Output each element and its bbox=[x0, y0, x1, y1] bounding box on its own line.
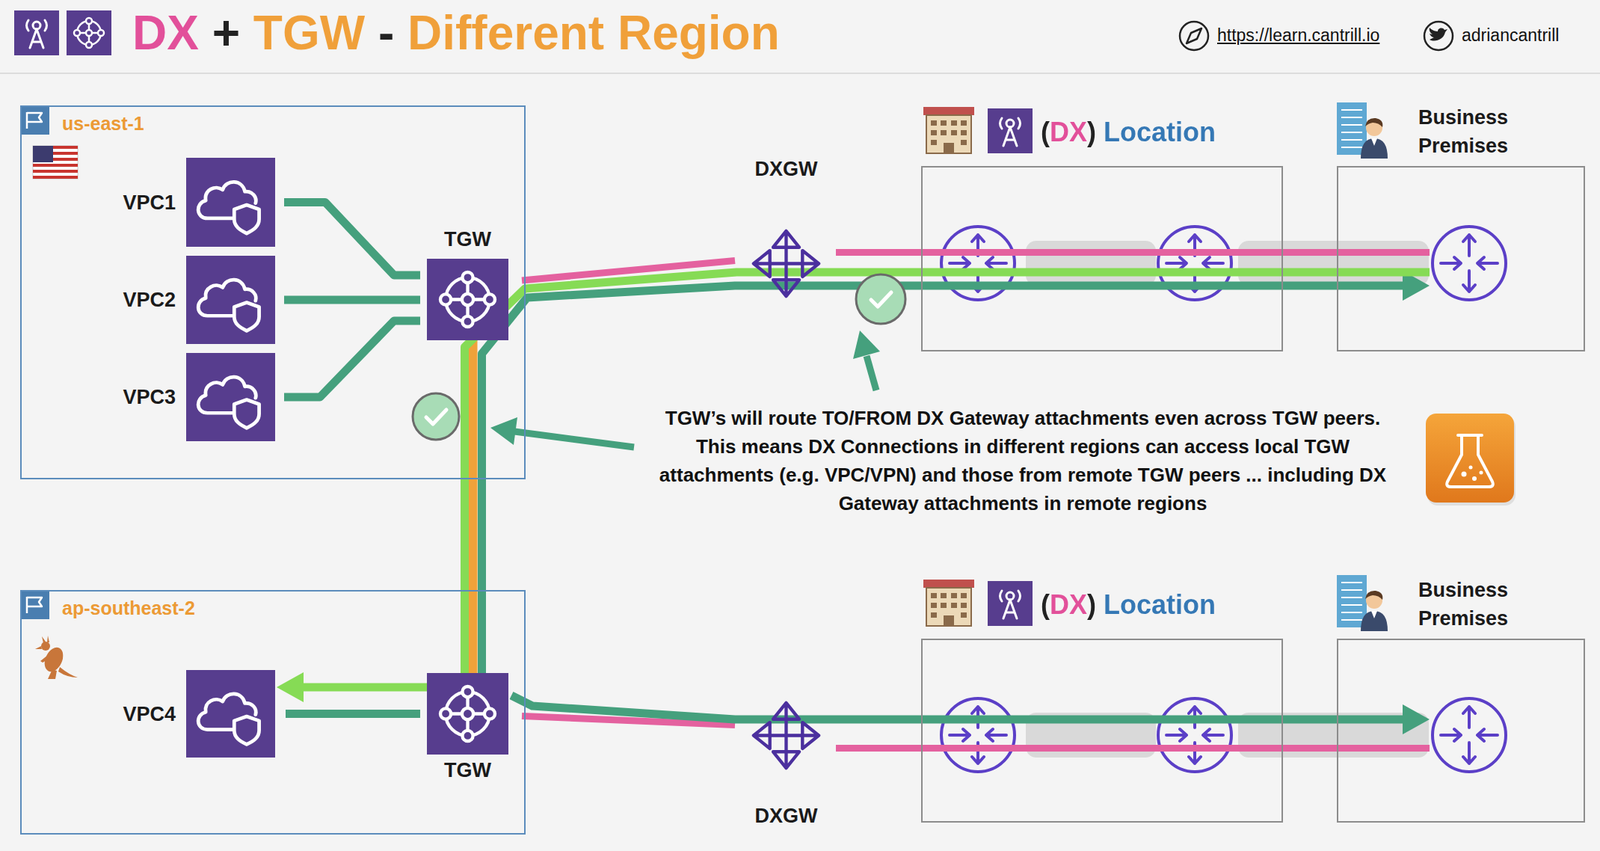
dx-service-icon bbox=[14, 10, 60, 56]
connector-line bbox=[511, 695, 1405, 720]
connector-line bbox=[468, 340, 478, 673]
header-divider bbox=[0, 72, 1600, 75]
router-symbol bbox=[941, 698, 1015, 772]
dx-gateway-graphic bbox=[745, 222, 827, 305]
router-symbol bbox=[1432, 698, 1506, 772]
business-person-icon bbox=[1336, 574, 1388, 632]
connector-line bbox=[284, 296, 421, 305]
tgw-icon-graphic bbox=[426, 672, 509, 755]
business-premises-box: Business Premises bbox=[1336, 165, 1586, 352]
dx-service-icon bbox=[987, 580, 1033, 626]
dx-gateway-graphic bbox=[745, 694, 827, 777]
building-icon bbox=[923, 106, 975, 154]
kangaroo-icon bbox=[35, 635, 78, 679]
connector-line bbox=[482, 285, 1405, 673]
check-mark bbox=[412, 393, 460, 440]
tgw-icon-graphic bbox=[426, 258, 509, 341]
connector bbox=[284, 320, 421, 398]
dx-location-box: (DX) Location bbox=[921, 638, 1283, 823]
region-box: us-east-1VPC1VPC2VPC3TGW bbox=[20, 105, 526, 480]
dx-link-band bbox=[1238, 240, 1429, 286]
connector-line bbox=[284, 320, 421, 398]
connector-line bbox=[285, 709, 421, 718]
vpc-icon-graphic bbox=[186, 352, 276, 442]
dx-gateway: DXGW bbox=[745, 222, 827, 305]
vpc-icon: VPC4 bbox=[186, 669, 276, 758]
connector-line bbox=[835, 744, 1430, 752]
connector bbox=[284, 299, 421, 301]
handle-text: adriancantrill bbox=[1461, 25, 1559, 46]
dx-location-box: (DX) Location bbox=[921, 165, 1283, 352]
connector bbox=[284, 202, 421, 276]
node-label: TGW bbox=[444, 758, 492, 783]
region-box: ap-southeast-2VPC4TGW bbox=[20, 589, 526, 835]
connector bbox=[472, 340, 474, 673]
region-flag-icon bbox=[20, 589, 50, 620]
node-label: (DX) Location bbox=[1040, 589, 1216, 621]
vpc-icon: VPC2 bbox=[186, 255, 276, 344]
router-symbol bbox=[1158, 698, 1232, 772]
node-label: DXGW bbox=[755, 804, 818, 828]
diagram-title: DX + TGW - Different Region bbox=[132, 4, 780, 62]
vpc-icon-graphic bbox=[186, 669, 276, 758]
node-label: Business Premises bbox=[1399, 103, 1527, 160]
node-label: TGW bbox=[444, 228, 492, 252]
arrow-head bbox=[276, 672, 304, 703]
tgw-service-icon bbox=[66, 10, 112, 56]
node-label: VPC1 bbox=[122, 190, 176, 214]
connector bbox=[511, 695, 1430, 735]
business-premises-box: Business Premises bbox=[1336, 638, 1586, 823]
dx-gateway: DXGW bbox=[745, 694, 827, 777]
connector bbox=[835, 747, 1430, 749]
lab-icon bbox=[1425, 413, 1516, 506]
callout-note: TGW’s will route TO/FROM DX Gateway atta… bbox=[645, 403, 1401, 518]
node-label: (DX) Location bbox=[1040, 116, 1216, 149]
check-mark bbox=[856, 274, 906, 324]
vpc-icon: VPC3 bbox=[186, 352, 276, 442]
vpc-icon-graphic bbox=[186, 157, 276, 247]
dx-link-band bbox=[1025, 240, 1156, 286]
vpc-icon-graphic bbox=[186, 255, 276, 344]
business-person-icon bbox=[1336, 102, 1388, 159]
url-text: https://learn.cantrill.io bbox=[1217, 25, 1380, 46]
connector-line bbox=[835, 248, 1430, 256]
twitter-icon bbox=[1424, 21, 1453, 51]
connector bbox=[835, 251, 1430, 253]
node-label: Business Premises bbox=[1399, 575, 1527, 633]
router-symbol bbox=[1432, 226, 1506, 300]
node-label: VPC2 bbox=[122, 288, 176, 312]
connector bbox=[285, 713, 421, 715]
building-icon bbox=[923, 579, 975, 626]
compass-icon bbox=[1179, 21, 1209, 51]
node-label: VPC3 bbox=[122, 385, 176, 409]
transit-gateway: TGW bbox=[426, 258, 509, 341]
callout-arrow bbox=[490, 417, 635, 448]
node-label: VPC4 bbox=[122, 702, 176, 726]
callout-arrow bbox=[853, 330, 880, 391]
node-label: ap-southeast-2 bbox=[62, 597, 196, 620]
arrow-head bbox=[1402, 704, 1430, 735]
node-label: us-east-1 bbox=[62, 112, 145, 135]
node-label: DXGW bbox=[755, 157, 818, 181]
dx-service-icon bbox=[987, 108, 1033, 154]
transit-gateway: TGW bbox=[426, 672, 509, 755]
vpc-icon: VPC1 bbox=[186, 157, 276, 247]
connector-line bbox=[284, 202, 421, 276]
us-flag bbox=[32, 145, 78, 179]
region-flag-icon bbox=[20, 105, 50, 135]
connector bbox=[482, 270, 1431, 673]
